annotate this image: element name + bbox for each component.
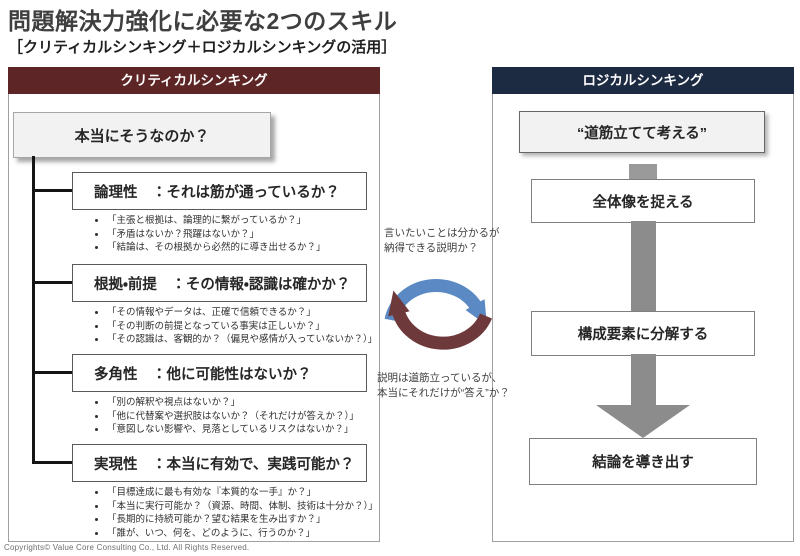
section-bullets-logic: 「主張と根拠は、論理的に繋がっているか？」 「矛盾はないか？飛躍はないか？」 「… <box>95 214 326 255</box>
tree-branch-line <box>32 189 74 192</box>
logical-panel-header: ロジカルシンキング <box>492 67 794 94</box>
bullet-item: 「結論は、その根拠から必然的に導き出せるか？」 <box>107 241 326 255</box>
logical-thinking-panel: ロジカルシンキング “道筋立てて考える” 全体像を捉える 構成要素に分解する 結… <box>492 67 794 542</box>
section-bullets-grounds: 「その情報やデータは、正確で信頼できるか？」 「その判断の前提となっている事実は… <box>95 306 377 347</box>
logical-tagline-box: “道筋立てて考える” <box>519 111 765 153</box>
bullet-item: 「本当に実行可能か？（資源、時間、体制、技術は十分か？）」 <box>107 500 378 514</box>
section-heading-feasibility: 実現性 ：本当に有効で、実践可能か？ <box>72 444 367 482</box>
logical-step-conclusion: 結論を導き出す <box>529 438 757 485</box>
cycle-note-bottom: 説明は道筋立っているが、 本当にそれだけが“答え”か？ <box>377 372 510 399</box>
section-bullets-perspectives: 「別の解釈や視点はないか？」 「他に代替案や選択肢はないか？（それだけが答えか？… <box>95 396 359 437</box>
tree-branch-line <box>32 281 74 284</box>
bullet-item: 「別の解釈や視点はないか？」 <box>107 396 359 410</box>
step-connector <box>631 221 656 311</box>
bullet-item: 「誰が、いつ、何を、どのように、行うのか？」 <box>107 527 378 541</box>
section-heading-logic: 論理性 ：それは筋が通っているか？ <box>72 172 367 210</box>
bullet-item: 「目標達成に最も有効な『本質的な一手』か？」 <box>107 486 378 500</box>
tree-branch-line <box>32 461 74 464</box>
logical-step-decompose: 構成要素に分解する <box>531 311 755 356</box>
cycle-note-top: 言いたいことは分かるが 納得できる説明か？ <box>384 227 500 254</box>
bullet-item: 「その認識は、客観的か？（偏見や感情が入っていないか？）」 <box>107 333 377 347</box>
bullet-item: 「矛盾はないか？飛躍はないか？」 <box>107 228 326 242</box>
section-bullets-feasibility: 「目標達成に最も有効な『本質的な一手』か？」 「本当に実行可能か？（資源、時間、… <box>95 486 378 540</box>
copyright-text: Copyrights© Value Core Consulting Co., L… <box>4 543 250 552</box>
critical-root-question-box: 本当にそうなのか？ <box>13 112 271 158</box>
cycle-arrow-maroon <box>388 290 493 350</box>
tree-branch-line <box>32 371 74 374</box>
section-heading-grounds: 根拠・前提 ：その情報・認識は確かか？ <box>72 264 367 302</box>
page-subtitle: ［クリティカルシンキング＋ロジカルシンキングの活用］ <box>8 39 397 56</box>
step-connector <box>629 164 657 179</box>
bullet-item: 「他に代替案や選択肢はないか？（それだけが答えか？）」 <box>107 410 359 424</box>
logical-step-overview: 全体像を捉える <box>531 179 755 223</box>
critical-panel-header: クリティカルシンキング <box>8 67 380 94</box>
down-arrow-icon <box>596 405 690 438</box>
tree-trunk-line <box>32 156 35 464</box>
bullet-item: 「意図しない影響や、見落としているリスクはないか？」 <box>107 423 359 437</box>
bullet-item: 「その判断の前提となっている事実は正しいか？」 <box>107 320 377 334</box>
critical-thinking-panel: クリティカルシンキング 本当にそうなのか？ 論理性 ：それは筋が通っているか？ … <box>8 67 380 542</box>
cycle-arrows-icon <box>384 279 493 350</box>
section-heading-perspectives: 多角性 ：他に可能性はないか？ <box>72 354 367 392</box>
bullet-item: 「その情報やデータは、正確で信頼できるか？」 <box>107 306 377 320</box>
page-title: 問題解決力強化に必要な2つのスキル <box>8 8 398 34</box>
down-arrow-shaft <box>631 354 656 406</box>
bullet-item: 「主張と根拠は、論理的に繋がっているか？」 <box>107 214 326 228</box>
bullet-item: 「長期的に持続可能か？望む結果を生み出すか？」 <box>107 513 378 527</box>
